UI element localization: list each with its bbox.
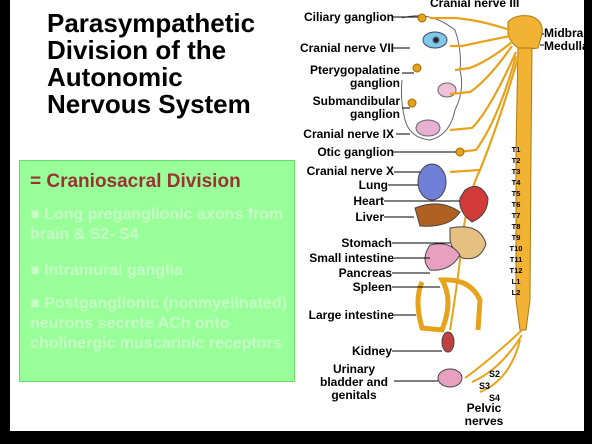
segment-t10: T10	[508, 244, 524, 253]
label-cranial-nerve-iii: Cranial nerve III	[430, 0, 519, 10]
label-cranial-nerve-ix: Cranial nerve IX	[303, 128, 394, 141]
bladder-icon	[438, 369, 462, 387]
label-cranial-nerve-vii: Cranial nerve VII	[300, 42, 394, 55]
label-ciliary-ganglion: Ciliary ganglion	[304, 11, 394, 24]
label-heart: Heart	[353, 195, 384, 208]
label-s4: S4	[489, 392, 500, 405]
segment-t11: T11	[508, 255, 524, 264]
pelvic-nerves	[465, 330, 522, 392]
heart-icon	[460, 186, 488, 222]
segment-l2: L2	[508, 288, 524, 297]
label-medulla: Medulla	[544, 40, 584, 53]
lung-icon	[418, 164, 446, 200]
segment-t8: T8	[508, 222, 524, 231]
segment-t6: T6	[508, 200, 524, 209]
face-illustration	[401, 16, 461, 140]
label-large-intestine: Large intestine	[309, 309, 394, 322]
label-spleen: Spleen	[353, 281, 392, 294]
nervous-system-diagram	[10, 0, 584, 431]
segment-t7: T7	[508, 211, 524, 220]
slide: Parasympathetic Division of the Autonomi…	[10, 0, 584, 431]
label-lung: Lung	[359, 179, 388, 192]
label-urinary-bladder: Urinary bladder and genitals	[314, 363, 394, 402]
label-submandibular-ganglion: Submandibular ganglion	[300, 95, 400, 121]
label-pelvic-nerves: Pelvic nerves	[464, 402, 504, 428]
organs	[415, 164, 488, 387]
segment-t12: T12	[508, 266, 524, 275]
kidney-icon	[442, 332, 454, 352]
label-stomach: Stomach	[341, 237, 392, 250]
segment-t1: T1	[508, 145, 524, 154]
label-small-intestine: Small intestine	[309, 252, 394, 265]
label-pancreas: Pancreas	[339, 267, 392, 280]
segment-l1: L1	[508, 277, 524, 286]
liver-icon	[415, 204, 460, 226]
segment-t5: T5	[508, 189, 524, 198]
label-s2: S2	[489, 368, 500, 381]
gland-icon	[438, 83, 456, 97]
segment-t3: T3	[508, 167, 524, 176]
segment-t9: T9	[508, 233, 524, 242]
label-cranial-nerve-x: Cranial nerve X	[307, 165, 394, 178]
label-liver: Liver	[355, 211, 384, 224]
segment-t4: T4	[508, 178, 524, 187]
brainstem	[508, 16, 542, 50]
label-kidney: Kidney	[352, 345, 392, 358]
label-pterygopalatine-ganglion: Pterygopalatine ganglion	[310, 64, 400, 90]
segment-t2: T2	[508, 156, 524, 165]
label-otic-ganglion: Otic ganglion	[317, 146, 394, 159]
